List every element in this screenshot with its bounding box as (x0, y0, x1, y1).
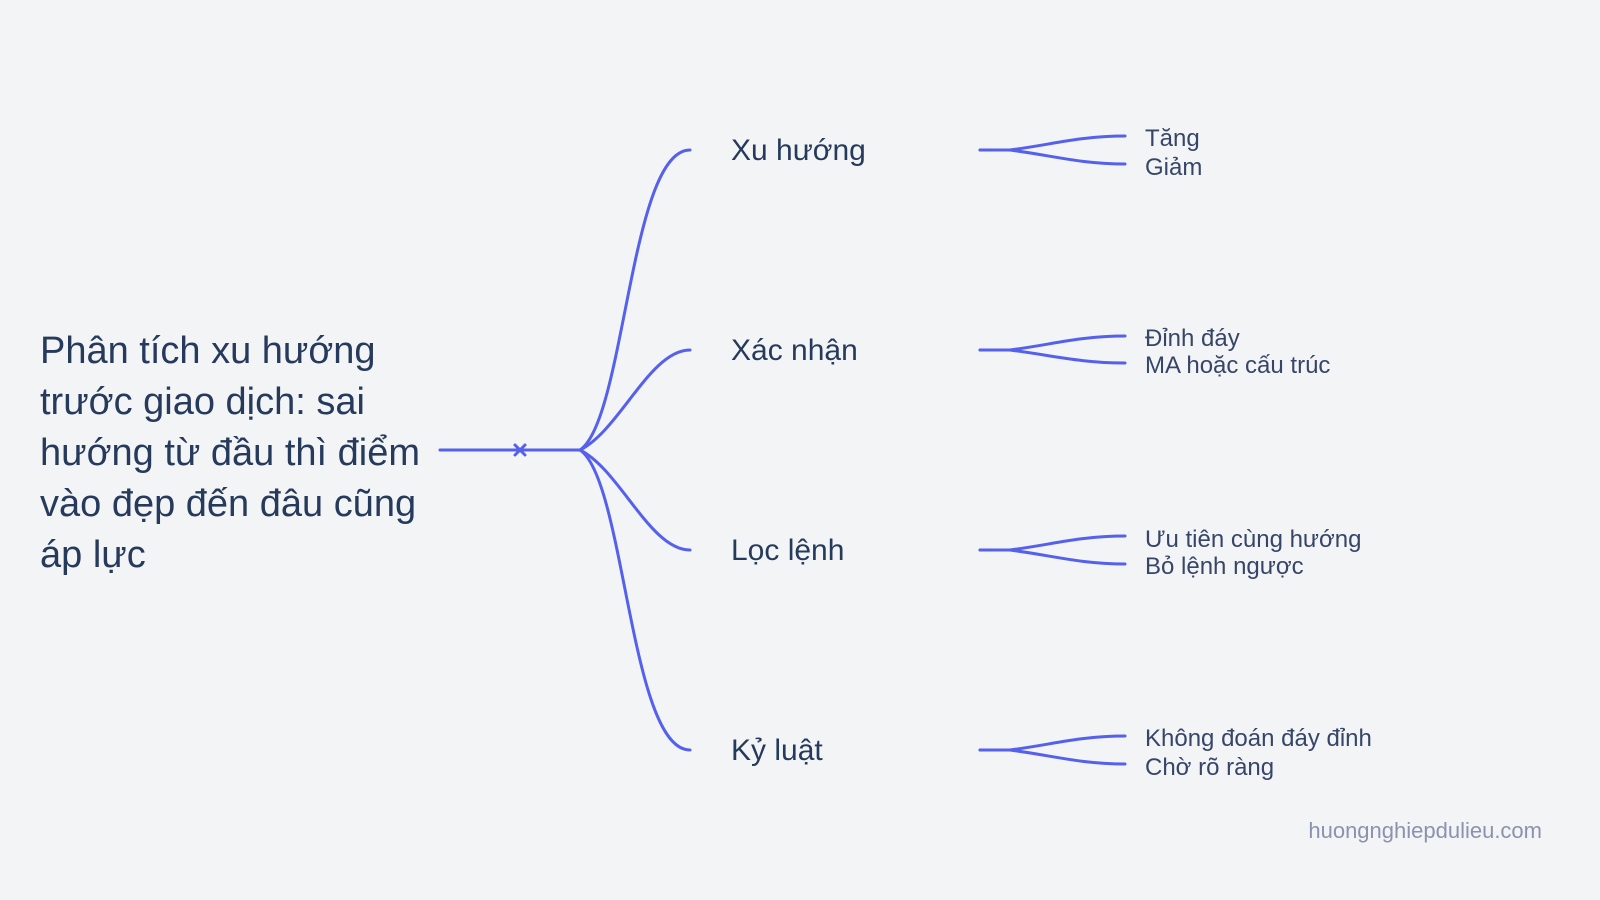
leaf-node-bo-lenh-nguoc[interactable]: Bỏ lệnh ngược (1145, 553, 1304, 580)
edge-leaf-uu-tien (978, 534, 1127, 552)
leaf-node-dinh-day[interactable]: Đỉnh đáy (1145, 325, 1240, 352)
edge-leaf-tang (978, 134, 1127, 152)
leaf-node-khong-doan-day-dinh[interactable]: Không đoán đáy đỉnh (1145, 725, 1372, 752)
edge-branch-ky-luat (578, 448, 692, 752)
leaf-node-giam[interactable]: Giảm (1145, 154, 1203, 181)
watermark-text: huongnghiepdulieu.com (1308, 818, 1542, 843)
leaf-node-cho-ro-rang[interactable]: Chờ rõ ràng (1145, 754, 1275, 781)
edge-branch-loc-lenh (578, 448, 692, 552)
edge-leaf-giam (978, 148, 1127, 166)
edge-branch-xac-nhan (578, 348, 692, 452)
edge-branch-xu-huong (578, 148, 692, 452)
branch-node-xu-huong[interactable]: Xu hướng (731, 134, 866, 167)
edge-leaf-bo-lenh (978, 548, 1127, 566)
branch-node-loc-lenh[interactable]: Lọc lệnh (731, 534, 845, 567)
edge-leaf-khong-doan (978, 734, 1127, 752)
leaf-node-ma-hoac-cau-truc[interactable]: MA hoặc cấu trúc (1145, 352, 1331, 379)
collapse-marker-icon[interactable] (513, 443, 527, 457)
root-node-title: Phân tích xu hướng trước giao dịch: sai … (40, 330, 420, 576)
leaf-node-tang[interactable]: Tăng (1145, 125, 1200, 152)
branch-node-ky-luat[interactable]: Kỷ luật (731, 734, 823, 767)
edge-leaf-dinh-day (978, 334, 1127, 352)
edge-leaf-cho (978, 748, 1127, 766)
branch-node-xac-nhan[interactable]: Xác nhận (731, 334, 858, 367)
leaf-node-uu-tien-cung-huong[interactable]: Ưu tiên cùng hướng (1145, 526, 1362, 553)
edge-leaf-ma (978, 348, 1127, 365)
